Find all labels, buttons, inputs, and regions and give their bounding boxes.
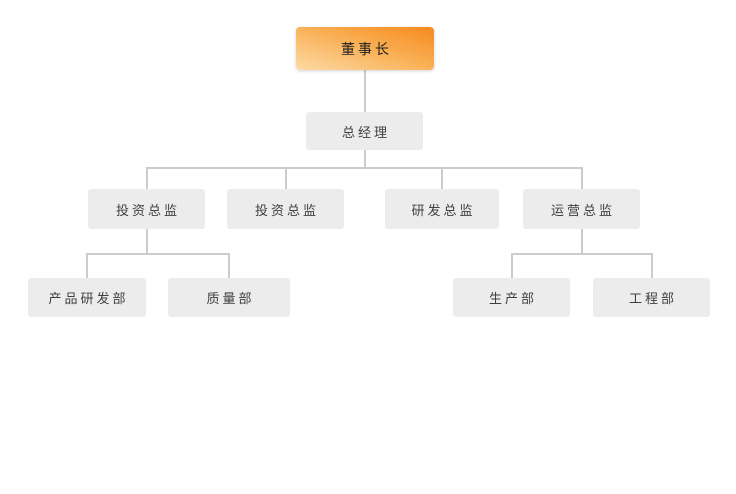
connector-drop-engineering bbox=[651, 253, 653, 278]
org-node-chairman[interactable]: 董事长 bbox=[296, 27, 434, 70]
org-node-ops[interactable]: 运营总监 bbox=[523, 189, 640, 229]
org-node-invest2[interactable]: 投资总监 bbox=[227, 189, 344, 229]
org-node-engineering[interactable]: 工程部 bbox=[593, 278, 710, 317]
connector-drop-quality bbox=[228, 253, 230, 278]
connector-drop-product-rd bbox=[86, 253, 88, 278]
org-node-rd[interactable]: 研发总监 bbox=[385, 189, 499, 229]
connector-drop-invest2 bbox=[285, 167, 287, 189]
connector-drop-rd bbox=[441, 167, 443, 189]
org-node-invest1[interactable]: 投资总监 bbox=[88, 189, 205, 229]
connector-ops-bus bbox=[511, 253, 653, 255]
connector-drop-ops bbox=[581, 167, 583, 189]
connector-drop-invest1 bbox=[146, 167, 148, 189]
connector-invest1-bus bbox=[86, 253, 230, 255]
connector-chairman-gm bbox=[364, 70, 366, 112]
org-node-production[interactable]: 生产部 bbox=[453, 278, 570, 317]
org-node-product-rd[interactable]: 产品研发部 bbox=[28, 278, 146, 317]
org-node-quality[interactable]: 质量部 bbox=[168, 278, 290, 317]
connector-invest1-stem bbox=[146, 229, 148, 253]
org-node-gm[interactable]: 总经理 bbox=[306, 112, 423, 150]
connector-level3-bus bbox=[146, 167, 583, 169]
connector-ops-stem bbox=[581, 229, 583, 253]
connector-gm-stem bbox=[364, 150, 366, 167]
connector-drop-production bbox=[511, 253, 513, 278]
